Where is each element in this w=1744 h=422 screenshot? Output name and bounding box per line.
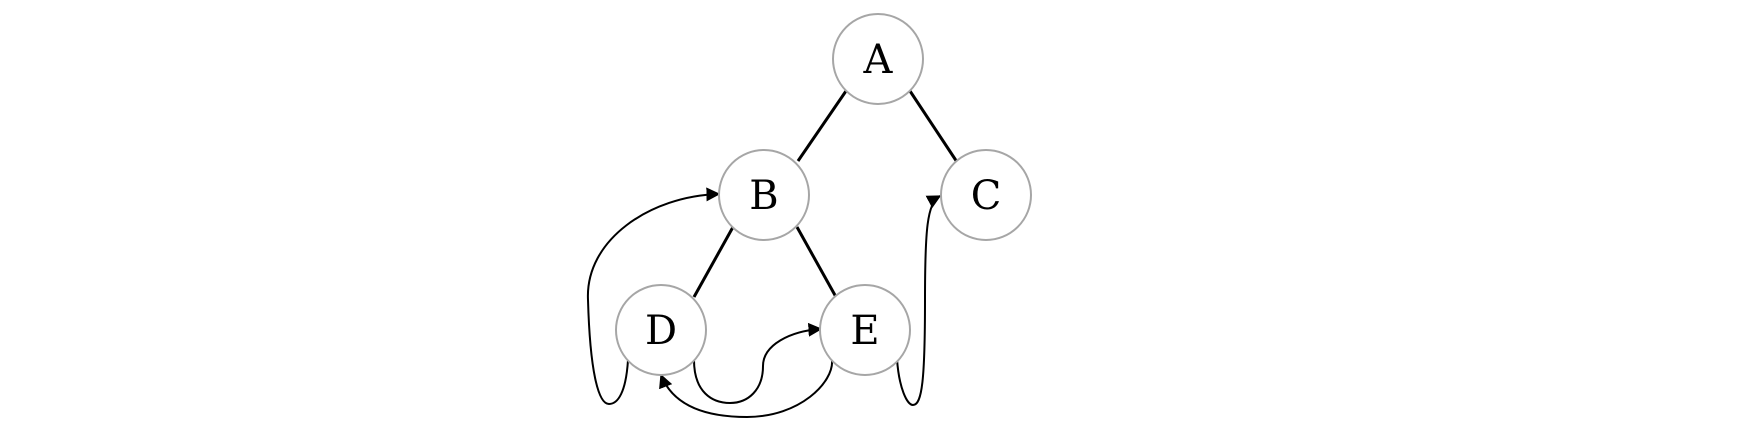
node-a-label: A	[863, 37, 894, 83]
thread-e-to-d	[659, 359, 834, 419]
node-d-label: D	[645, 308, 677, 354]
thread-d-to-b	[586, 187, 721, 406]
edge-a-b	[796, 90, 848, 162]
node-b: B	[718, 149, 810, 241]
node-d: D	[615, 284, 707, 376]
edge-b-d	[692, 226, 735, 298]
thread-e-to-c	[896, 195, 942, 407]
node-c-label: C	[971, 173, 1002, 219]
thread-d-to-e	[693, 322, 823, 405]
edge-a-c	[908, 90, 959, 163]
node-e-label: E	[850, 308, 879, 354]
thread-arrows	[586, 187, 942, 419]
node-c: C	[940, 149, 1032, 241]
tree-edges	[692, 90, 959, 298]
edge-b-e	[795, 226, 838, 298]
node-b-label: B	[749, 173, 778, 219]
node-e: E	[819, 284, 911, 376]
node-a: A	[832, 13, 924, 105]
